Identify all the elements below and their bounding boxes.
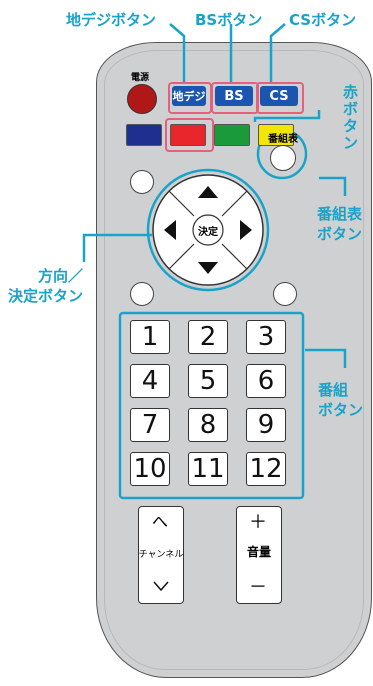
label-red: 赤 ボ タ ン (343, 83, 359, 152)
number-button-5[interactable]: 5 (188, 364, 228, 398)
volume-up-icon: ＋ (249, 512, 267, 533)
dpad-frame (146, 168, 270, 292)
volume-label: 音量 (246, 545, 271, 559)
label-terrestrial: 地デジボタン (66, 11, 157, 29)
channel-label: チャンネル (138, 550, 184, 560)
volume-down-icon: － (249, 577, 267, 598)
label-direction: 方向／ 決定ボタン (8, 267, 84, 305)
number-button-1[interactable]: 1 (130, 320, 170, 354)
bottom-right-button[interactable] (273, 282, 297, 306)
red-frame (165, 118, 214, 152)
channel-rocker[interactable] (138, 506, 184, 604)
number-button-12[interactable]: 12 (246, 452, 286, 486)
numbers-frame (118, 311, 305, 500)
bs-frame (211, 82, 259, 114)
down-arrow-icon (198, 262, 218, 274)
label-channel-number: 番組 ボタン (318, 381, 364, 419)
number-button-2[interactable]: 2 (188, 320, 228, 354)
blue-button[interactable] (126, 124, 162, 146)
terrestrial-button[interactable]: 地デジ (172, 86, 206, 106)
red-button[interactable] (170, 124, 206, 146)
right-arrow-icon (240, 220, 252, 240)
number-button-9[interactable]: 9 (246, 408, 286, 442)
power-label: 電源 (131, 73, 150, 83)
guide-button-label: 番組表 (268, 134, 298, 145)
up-arrow-icon (198, 186, 218, 198)
enter-label: 決定 (198, 227, 218, 238)
number-button-3[interactable]: 3 (246, 320, 286, 354)
enter-button (192, 214, 224, 246)
number-button-4[interactable]: 4 (130, 364, 170, 398)
remote-inner-rim (104, 50, 364, 670)
channel-up-icon: へ (152, 512, 169, 531)
bs-button[interactable]: BS (215, 86, 253, 106)
volume-rocker[interactable] (236, 506, 282, 604)
power-button[interactable] (127, 84, 157, 114)
line-terrestrial (169, 23, 186, 84)
green-button[interactable] (214, 124, 250, 146)
program-guide-button[interactable] (270, 145, 296, 171)
number-button-6[interactable]: 6 (246, 364, 286, 398)
number-button-8[interactable]: 8 (188, 408, 228, 442)
channel-down-icon (153, 581, 169, 592)
cs-frame (256, 82, 304, 114)
number-button-7[interactable]: 7 (130, 408, 170, 442)
line-red (253, 110, 321, 122)
bottom-left-button[interactable] (130, 282, 154, 306)
cs-button[interactable]: CS (260, 86, 298, 106)
label-program-guide: 番組表 ボタン (317, 205, 363, 243)
line-direction (82, 233, 152, 262)
dpad[interactable] (148, 170, 268, 290)
top-left-button[interactable] (130, 170, 154, 194)
line-cs (269, 23, 286, 84)
line-numbers (305, 348, 347, 368)
label-cs: CSボタン (289, 11, 357, 29)
left-arrow-icon (164, 220, 176, 240)
label-bs: BSボタン (195, 11, 263, 29)
number-button-11[interactable]: 11 (188, 452, 228, 486)
line-guide (319, 176, 347, 196)
number-button-10[interactable]: 10 (130, 452, 170, 486)
